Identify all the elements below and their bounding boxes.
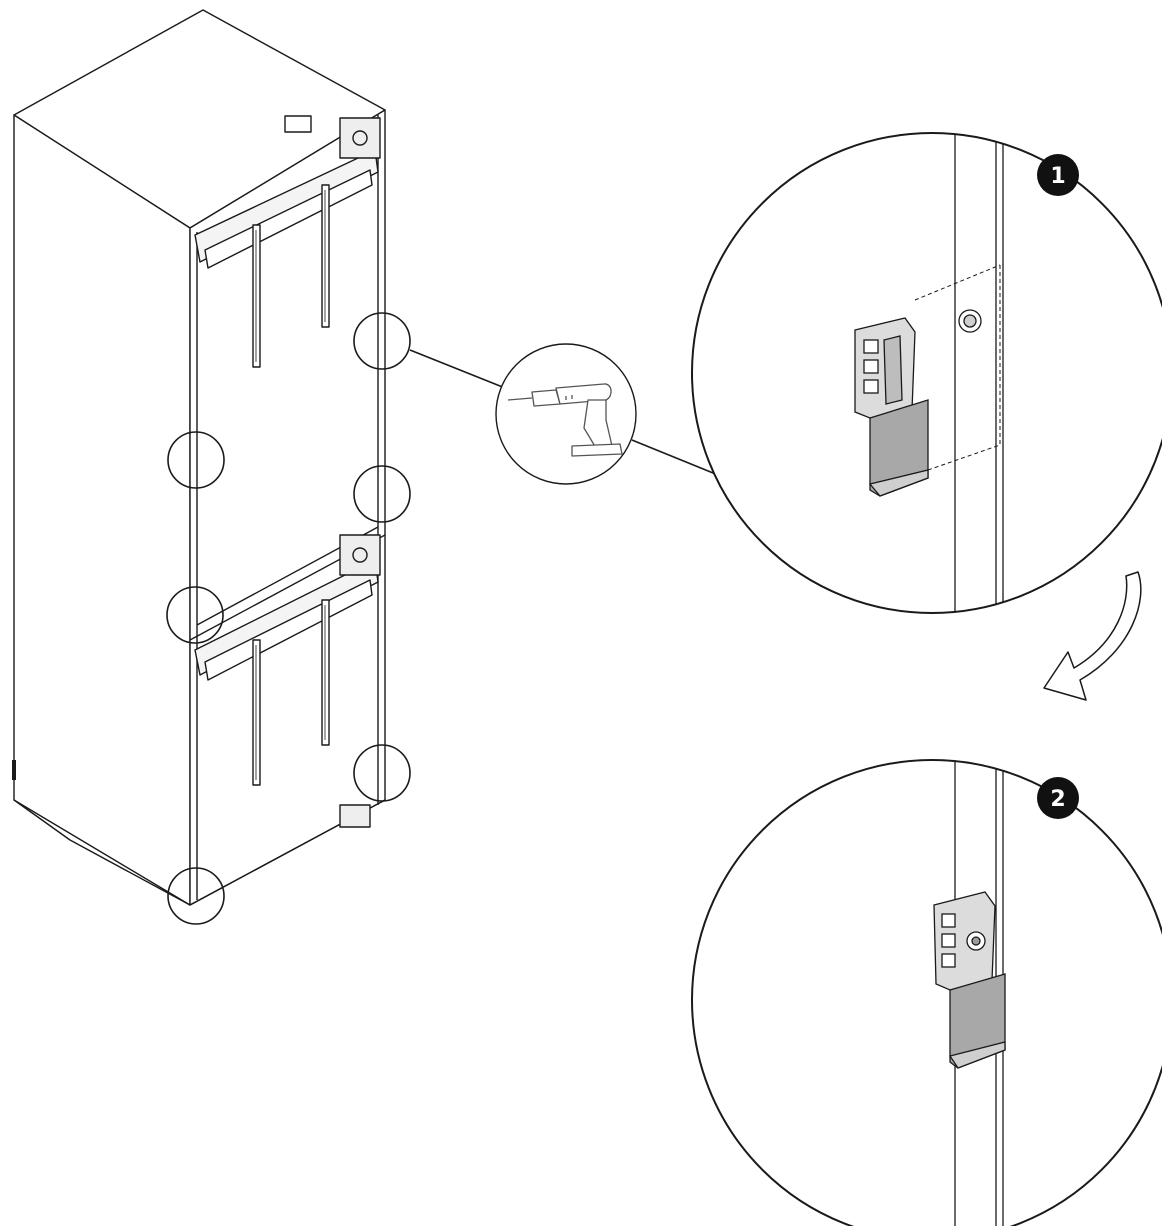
marker-circle [353, 312, 411, 370]
marker-circle [167, 867, 225, 925]
step-badge-1: 1 [1037, 154, 1079, 196]
appliance-side-face [13, 114, 191, 906]
marker-circle [166, 586, 224, 644]
step-number-1: 1 [1050, 164, 1065, 189]
mounting-bracket-installed [933, 891, 1006, 1069]
lower-mounting-rail [194, 534, 381, 828]
callout-connector [409, 349, 719, 476]
marker-circle [353, 465, 411, 523]
upper-mounting-rail [194, 115, 381, 368]
marker-circle [353, 744, 411, 802]
curved-arrow-down-icon [1043, 571, 1142, 701]
appliance-illustration [12, 9, 386, 906]
appliance-detail-markers [166, 312, 411, 925]
step-badge-2: 2 [1037, 777, 1079, 819]
cordless-screwdriver-icon [507, 383, 623, 457]
tool-callout [495, 343, 637, 485]
marker-circle [167, 431, 225, 489]
mounting-bracket [854, 317, 929, 497]
detail-view-step-1: 1 [691, 132, 1162, 614]
detail-view-step-2: 2 [691, 759, 1162, 1226]
step-number-2: 2 [1050, 787, 1065, 812]
